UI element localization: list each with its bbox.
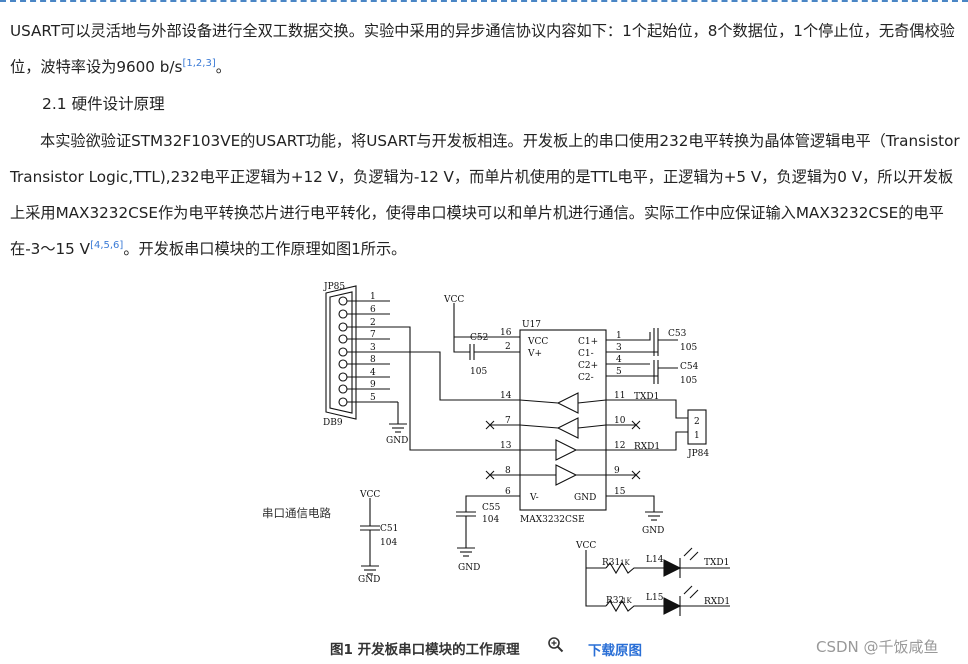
cap-value: 104 xyxy=(380,538,397,548)
resistor-label: R32 xyxy=(606,596,624,606)
chip-pin-label: V+ xyxy=(527,349,542,359)
chip-name-label: U17 xyxy=(522,320,541,330)
chip-pin-label: C1- xyxy=(578,349,594,359)
paragraph-end: 。开发板串口模块的工作原理如图1所示。 xyxy=(123,240,407,258)
gnd-label: GND xyxy=(386,436,408,446)
connector-name-label: JP85 xyxy=(323,282,345,292)
download-original-link[interactable]: 下载原图 xyxy=(588,643,642,659)
resistor-value: 1K xyxy=(622,597,632,605)
chip-pin-label: C2- xyxy=(578,373,594,383)
cap-value: 105 xyxy=(680,376,697,386)
led-label: L14 xyxy=(646,555,664,565)
top-dashed-divider xyxy=(0,0,968,2)
cap-label: C55 xyxy=(482,503,501,513)
header-pin-label: 2 xyxy=(694,417,700,427)
pin-number: 12 xyxy=(614,441,625,451)
pin-number: 7 xyxy=(505,416,511,426)
handwritten-note-text: 串口通信电路 xyxy=(262,506,331,520)
cap-label: C52 xyxy=(470,333,488,343)
paragraph-end: 。 xyxy=(215,58,231,76)
cap-value: 105 xyxy=(680,343,697,353)
resistor-value: 1K xyxy=(620,559,630,567)
cap-label: C53 xyxy=(668,329,687,339)
cap-value: 104 xyxy=(482,515,499,525)
vcc-label: VCC xyxy=(359,490,380,500)
db9-connector-body xyxy=(329,291,353,414)
gnd-label: GND xyxy=(642,526,664,536)
csdn-watermark: CSDN @千饭咸鱼 xyxy=(816,638,939,656)
pin-number: 13 xyxy=(500,441,512,451)
db9-pin-label: 9 xyxy=(370,380,376,390)
pin-number: 11 xyxy=(614,391,625,401)
citation-link[interactable]: [1,2,3] xyxy=(182,57,216,69)
db9-pin-label: 7 xyxy=(370,330,376,340)
cap-label: C54 xyxy=(680,362,699,372)
pin-number: 10 xyxy=(614,416,626,426)
pin-number: 5 xyxy=(616,367,622,377)
header-name-label: JP84 xyxy=(687,449,709,459)
magnifier-plus-icon[interactable] xyxy=(547,636,565,654)
pin-number: 15 xyxy=(614,487,626,497)
chip-pin-label: C2+ xyxy=(578,361,598,371)
paragraph-usart-intro: USART可以灵活地与外部设备进行全双工数据交换。实验中采用的异步通信协议内容如… xyxy=(10,13,960,85)
pin-number: 14 xyxy=(500,391,512,401)
db9-pin-label: 6 xyxy=(370,305,376,315)
pin-number: 9 xyxy=(614,466,620,476)
cap-label: C51 xyxy=(380,524,398,534)
section-heading: 2.1 硬件设计原理 xyxy=(42,95,165,113)
db9-pin-label: 1 xyxy=(370,292,376,302)
resistor-label: R31 xyxy=(602,558,620,568)
header-pin-label: 1 xyxy=(694,431,700,441)
signal-label: TXD1 xyxy=(634,392,659,402)
max3232-chip xyxy=(519,329,607,511)
signal-label: RXD1 xyxy=(634,442,660,452)
led-label: L15 xyxy=(646,593,664,603)
paragraph-text: USART可以灵活地与外部设备进行全双工数据交换。实验中采用的异步通信协议内容如… xyxy=(10,22,955,76)
figure-caption: 图1 开发板串口模块的工作原理 xyxy=(330,642,520,658)
serial-circuit-schematic[interactable]: JP85 DB9 1 6 2 7 3 8 4 9 5 GND VCC C52 1… xyxy=(300,276,740,632)
cap-value: 105 xyxy=(470,367,487,377)
pin-number: 16 xyxy=(500,328,512,338)
vcc-label: VCC xyxy=(443,295,464,305)
pin-number: 8 xyxy=(505,466,511,476)
db9-pin-label: 5 xyxy=(370,393,376,403)
vcc-label: VCC xyxy=(575,541,596,551)
pin-number: 1 xyxy=(616,331,622,341)
paragraph-text: 本实验欲验证STM32F103VE的USART功能，将USART与开发板相连。开… xyxy=(10,132,960,258)
db9-pin-label: 4 xyxy=(370,368,376,378)
signal-label: TXD1 xyxy=(704,558,729,568)
jp84-header xyxy=(687,409,707,445)
chip-pin-label: C1+ xyxy=(578,337,598,347)
chip-pin-label: VCC xyxy=(527,337,548,347)
signal-label: RXD1 xyxy=(704,597,730,607)
pin-number: 6 xyxy=(505,487,511,497)
pin-number: 4 xyxy=(616,355,622,365)
db9-pin-label: 8 xyxy=(370,355,376,365)
gnd-label: GND xyxy=(358,575,380,585)
chip-part-label: MAX3232CSE xyxy=(520,515,585,525)
paragraph-hardware-design: 本实验欲验证STM32F103VE的USART功能，将USART与开发板相连。开… xyxy=(10,123,960,267)
pin-number: 2 xyxy=(505,342,511,352)
chip-pin-label: GND xyxy=(574,493,596,503)
db9-pin-label: 2 xyxy=(370,318,376,328)
pin-number: 3 xyxy=(616,343,622,353)
chip-pin-label: V- xyxy=(529,493,539,503)
db9-pin-label: 3 xyxy=(370,343,376,353)
gnd-label: GND xyxy=(458,563,480,573)
citation-link[interactable]: [4,5,6] xyxy=(90,239,124,251)
connector-type-label: DB9 xyxy=(323,418,343,428)
